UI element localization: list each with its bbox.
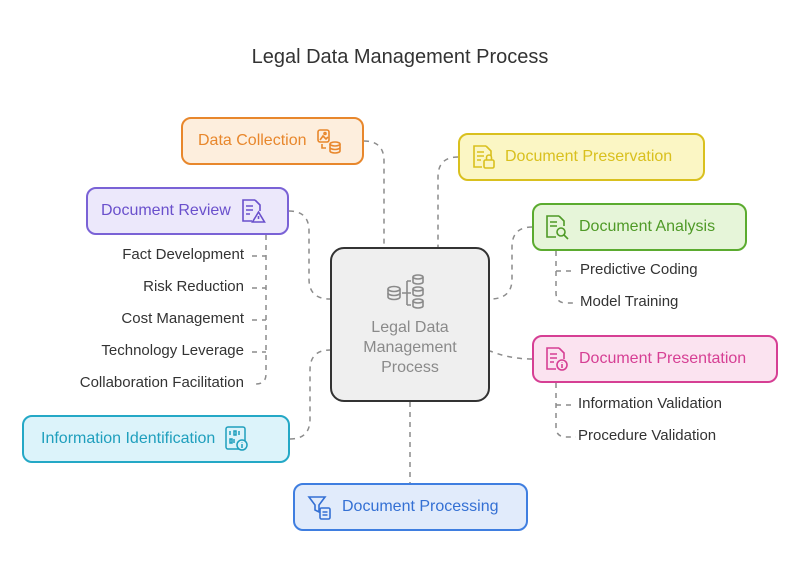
binary-info-icon bbox=[225, 426, 249, 452]
document-warning-icon bbox=[241, 198, 266, 224]
node-information-identification: Information Identification bbox=[22, 415, 290, 463]
analysis-item-predictive-coding: Predictive Coding bbox=[580, 261, 698, 278]
connector-information-identification bbox=[289, 349, 331, 440]
node-document-preservation: Document Preservation bbox=[458, 133, 705, 181]
connector-document-presentation bbox=[489, 350, 533, 360]
review-branch bbox=[255, 235, 267, 385]
review-item-cost-management: Cost Management bbox=[121, 310, 244, 327]
node-document-presentation: Document Presentation bbox=[532, 335, 778, 383]
review-item-fact-development: Fact Development bbox=[122, 246, 244, 263]
database-branch-icon bbox=[386, 272, 434, 312]
presentation-item-procedure-validation: Procedure Validation bbox=[578, 427, 717, 444]
review-item-risk-reduction: Risk Reduction bbox=[143, 278, 244, 295]
connector-document-analysis bbox=[489, 226, 533, 300]
filter-document-icon bbox=[307, 494, 332, 520]
review-item-collaboration-facilitation: Collaboration Facilitation bbox=[79, 374, 244, 391]
analysis-branch bbox=[555, 251, 576, 304]
analysis-item-model-training: Model Training bbox=[580, 293, 679, 310]
node-document-review-label: Document Review bbox=[101, 202, 231, 219]
document-lock-icon bbox=[471, 144, 495, 170]
node-document-preservation-label: Document Preservation bbox=[505, 148, 673, 165]
central-node: Legal Data Management Process bbox=[330, 247, 490, 402]
connector-data-collection bbox=[363, 140, 385, 247]
connector-document-preservation bbox=[437, 156, 459, 247]
node-document-review: Document Review bbox=[86, 187, 289, 235]
central-node-label: Legal Data Management Process bbox=[363, 318, 457, 376]
node-data-collection: Data Collection bbox=[181, 117, 364, 165]
presentation-item-information-validation: Information Validation bbox=[578, 395, 722, 412]
diagram-title: Legal Data Management Process bbox=[251, 46, 549, 68]
node-document-processing: Document Processing bbox=[293, 483, 528, 531]
node-information-identification-label: Information Identification bbox=[41, 430, 216, 447]
document-search-icon bbox=[545, 214, 569, 240]
node-data-collection-label: Data Collection bbox=[198, 132, 307, 149]
image-database-icon bbox=[316, 128, 341, 154]
document-info-icon bbox=[545, 346, 569, 372]
node-document-presentation-label: Document Presentation bbox=[579, 350, 747, 367]
node-document-analysis-label: Document Analysis bbox=[579, 218, 716, 235]
review-item-technology-leverage: Technology Leverage bbox=[101, 342, 244, 359]
node-document-analysis: Document Analysis bbox=[532, 203, 747, 251]
connector-document-review bbox=[288, 210, 331, 300]
presentation-branch bbox=[555, 383, 576, 438]
node-document-processing-label: Document Processing bbox=[342, 498, 499, 515]
